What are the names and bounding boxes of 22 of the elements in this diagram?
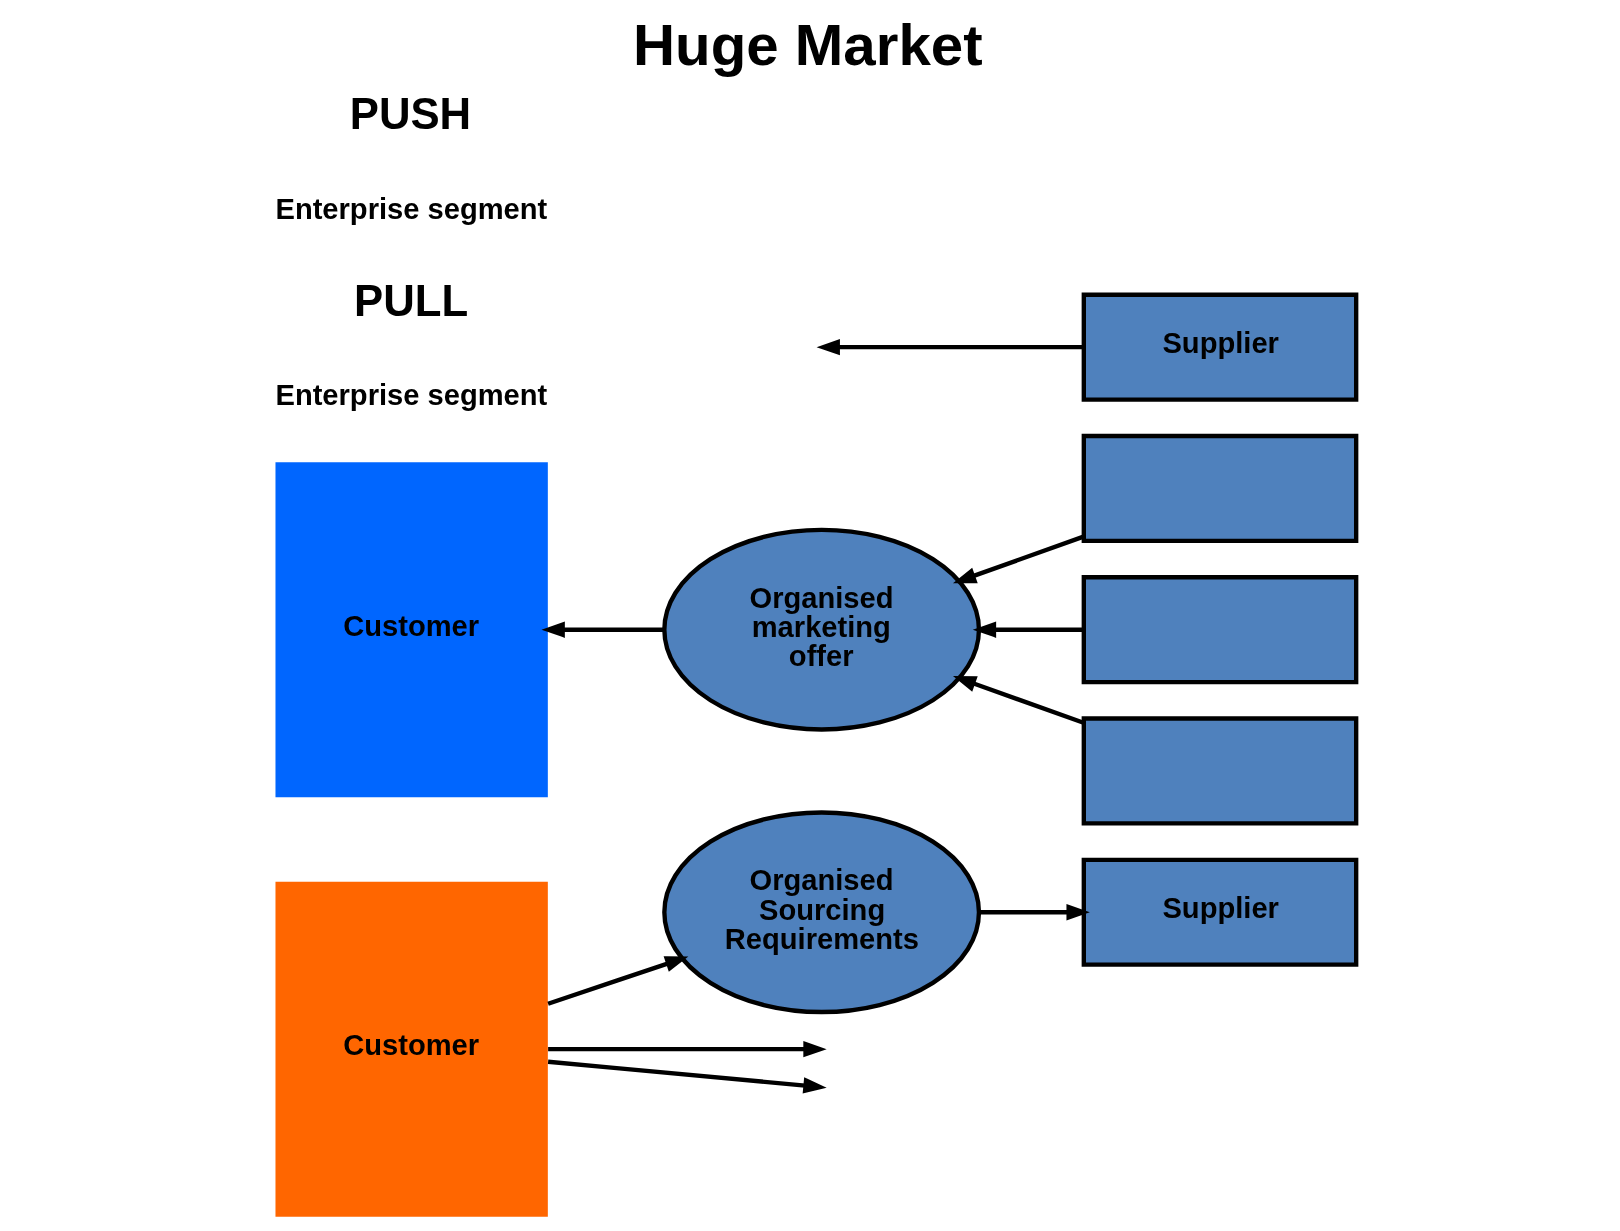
label: Enterprise segment (275, 379, 548, 412)
node-box (1081, 575, 1359, 685)
label: Enterprise segment (275, 192, 548, 225)
arrow (952, 534, 1085, 584)
arrow (547, 1059, 827, 1094)
arrow (952, 676, 1085, 725)
arrow (547, 956, 689, 1006)
node-box: Customer (275, 462, 548, 798)
diagram-title: Huge Market (633, 12, 983, 78)
node-box: Supplier (1081, 292, 1359, 402)
arrow (972, 621, 1084, 638)
label: PULL (354, 275, 469, 325)
label: PUSH (349, 89, 472, 139)
arrow (816, 338, 1084, 356)
arrow (548, 1041, 827, 1058)
node-box (1081, 433, 1359, 544)
node-box: Supplier (1081, 857, 1359, 967)
node-box (1081, 716, 1359, 826)
arrow (979, 904, 1090, 921)
arrow (541, 621, 664, 638)
node-ellipse: Organised marketing offer (662, 527, 982, 732)
node-box: Customer (275, 881, 548, 1217)
